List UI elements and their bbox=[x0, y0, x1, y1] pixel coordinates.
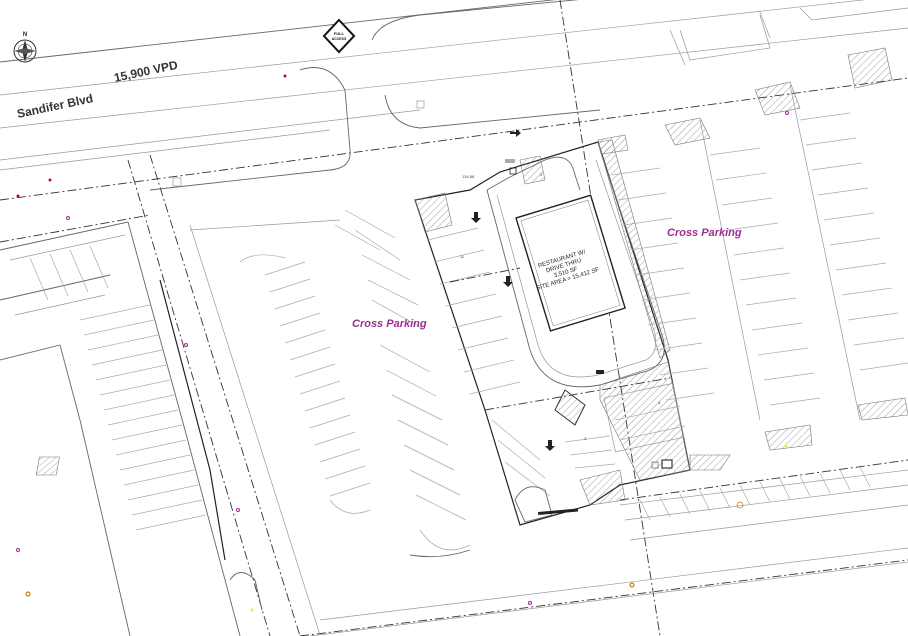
bottom-street bbox=[309, 466, 908, 636]
road-name-label: Sandifer Blvd bbox=[16, 91, 95, 121]
subject-site: RESTAURANT W/ DRIVE THRU 3,510 SF SITE A… bbox=[414, 129, 731, 526]
north-letter: N bbox=[23, 32, 27, 38]
svg-text:3: 3 bbox=[540, 172, 543, 177]
svg-text:134.86': 134.86' bbox=[462, 174, 475, 179]
center-parking bbox=[189, 209, 471, 636]
north-arrow: N bbox=[13, 32, 37, 63]
center-stall-rows bbox=[239, 209, 471, 551]
right-stall-rows bbox=[611, 112, 908, 406]
left-lot-stalls bbox=[29, 245, 207, 531]
bottom-stall-rows bbox=[639, 466, 871, 521]
svg-text:3: 3 bbox=[584, 436, 587, 441]
full-access-sign: FULL ACCESS bbox=[322, 18, 356, 54]
traffic-count-label: 15,900 VPD bbox=[113, 58, 180, 85]
cross-parking-right-label: Cross Parking bbox=[667, 227, 742, 239]
svg-text:11: 11 bbox=[460, 254, 465, 259]
site-stalls-right bbox=[564, 383, 686, 469]
access-sign-line2: ACCESS bbox=[332, 37, 347, 41]
left-lot bbox=[0, 216, 263, 636]
right-parking bbox=[597, 47, 908, 451]
cross-parking-left-label: Cross Parking bbox=[352, 318, 427, 330]
site-stalls-left bbox=[427, 227, 671, 523]
sandifer-blvd-road bbox=[0, 0, 908, 201]
restaurant-building bbox=[515, 194, 626, 332]
svg-text:4: 4 bbox=[658, 400, 661, 405]
access-sign-line1: FULL bbox=[334, 31, 345, 36]
